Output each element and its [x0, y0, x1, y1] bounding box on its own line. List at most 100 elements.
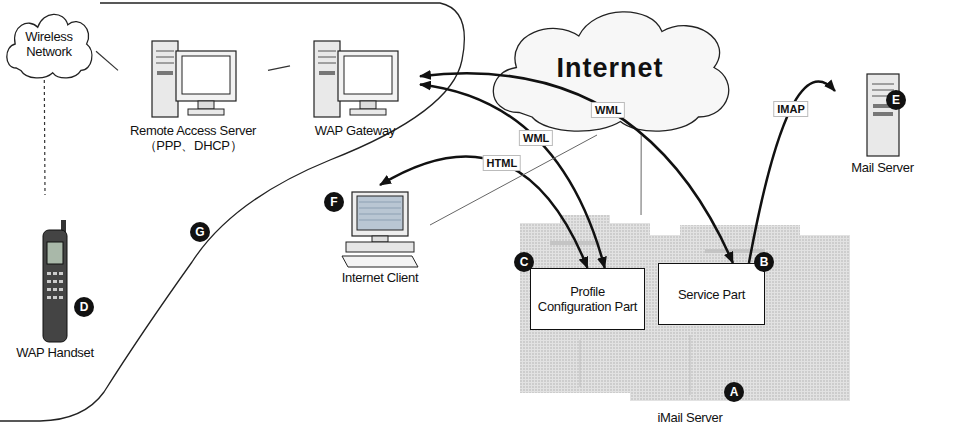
callout-number: F: [324, 192, 344, 212]
box-label: Service Part: [678, 287, 745, 302]
server-group: iMail Server Profile Configuration Part Se…: [520, 215, 860, 427]
icon-part: [53, 272, 57, 275]
internet-cloud: Internet: [480, 0, 740, 135]
icon-part: [873, 112, 893, 116]
node-label: WAP Gateway: [315, 123, 396, 138]
icon-part: [59, 296, 63, 299]
protocol-label: IMAP: [773, 101, 809, 117]
icon-part: [47, 242, 63, 264]
icon-area: [290, 35, 420, 123]
client-pc: Internet Client: [330, 185, 430, 285]
node-label: Remote Access Server: [130, 123, 256, 138]
box-label: Profile Configuration Part: [533, 284, 642, 314]
icon-part: [357, 196, 403, 230]
icon-part: [342, 256, 418, 267]
node-label: Internet Client: [342, 270, 418, 285]
icon-part: [310, 37, 400, 123]
icon-part: [198, 101, 214, 109]
icon-part: [372, 236, 388, 242]
server-icon: Remote Access Server（PPP、DHCP）: [118, 35, 268, 153]
icon-area: [5, 195, 105, 345]
icon-part: [314, 41, 340, 117]
link-line: [44, 80, 46, 195]
icon-part: [873, 104, 893, 108]
node-label: Wireless Network: [2, 29, 96, 59]
icon-part: [359, 214, 401, 215]
icon-part: [35, 220, 75, 345]
icon-part: [359, 202, 401, 203]
icon-part: [318, 63, 336, 64]
icon-part: [176, 51, 236, 101]
icon-part: [157, 71, 173, 75]
icon-part: [156, 63, 174, 64]
flow-arrow: [420, 84, 605, 268]
icon-part: [47, 296, 51, 299]
icon-part: [156, 57, 174, 58]
node-label: Mail Server: [851, 160, 913, 175]
icon-part: [344, 56, 392, 94]
text-wrap: iMail Server: [520, 410, 860, 425]
icon-part: [872, 96, 894, 97]
icon-part: [872, 84, 894, 85]
icon-part: [580, 340, 581, 387]
link-line: [430, 135, 597, 225]
node-label: WAP Handset: [16, 345, 94, 360]
icon-area: [118, 35, 268, 123]
icon-part: [318, 51, 336, 52]
icon-part: [156, 51, 174, 52]
region-outline: [0, 3, 464, 421]
icon-part: [188, 109, 224, 115]
link-line: [641, 135, 642, 215]
node-label: iMail Server: [520, 410, 860, 425]
text-wrap: Internet: [480, 0, 740, 135]
process-box: Profile Configuration Part: [530, 268, 645, 330]
icon-part: [340, 190, 420, 270]
icon-part: [53, 280, 57, 283]
icon-part: [43, 230, 67, 342]
icon-part: [53, 288, 57, 291]
callout-number: G: [190, 222, 210, 242]
icon-part: [59, 288, 63, 291]
icon-part: [59, 280, 63, 283]
icon-part: [705, 249, 765, 253]
icon-part: [359, 208, 401, 209]
flow-arrow: [380, 156, 588, 268]
icon-area: [835, 70, 930, 160]
icon-part: [359, 220, 401, 221]
icon-area: [330, 185, 430, 270]
icon-part: [346, 242, 414, 252]
icon-part: [47, 288, 51, 291]
server-icon: Mail Server: [835, 70, 930, 175]
icon-part: [630, 225, 850, 401]
flow-arrow: [420, 73, 733, 263]
icon-part: [53, 296, 57, 299]
icon-part: [350, 109, 386, 115]
icon-part: [690, 335, 691, 395]
icon-part: [47, 272, 51, 275]
icon-part: [493, 12, 728, 131]
protocol-label: WML: [519, 130, 553, 146]
icon-part: [152, 41, 178, 117]
node-label: （PPP、DHCP）: [144, 138, 243, 153]
icon-part: [148, 37, 238, 123]
icon-part: [59, 272, 63, 275]
server-icon: WAP Gateway: [290, 35, 420, 138]
icon-part: [319, 71, 335, 75]
text-wrap: Wireless Network: [2, 8, 96, 80]
callout-number: D: [74, 297, 94, 317]
node-label: Internet: [556, 53, 663, 83]
link-line: [96, 51, 118, 70]
icon-part: [550, 241, 600, 245]
icon-part: [318, 57, 336, 58]
flow-arrow: [749, 82, 835, 263]
network-cloud: Wireless Network: [2, 8, 96, 80]
link-line: [268, 66, 290, 71]
icon-part: [182, 56, 230, 94]
icon-part: [352, 192, 408, 236]
icon-part: [867, 74, 899, 156]
protocol-label: HTML: [483, 155, 522, 171]
icon-part: [861, 72, 905, 160]
handset-icon: WAP Handset: [5, 195, 105, 360]
